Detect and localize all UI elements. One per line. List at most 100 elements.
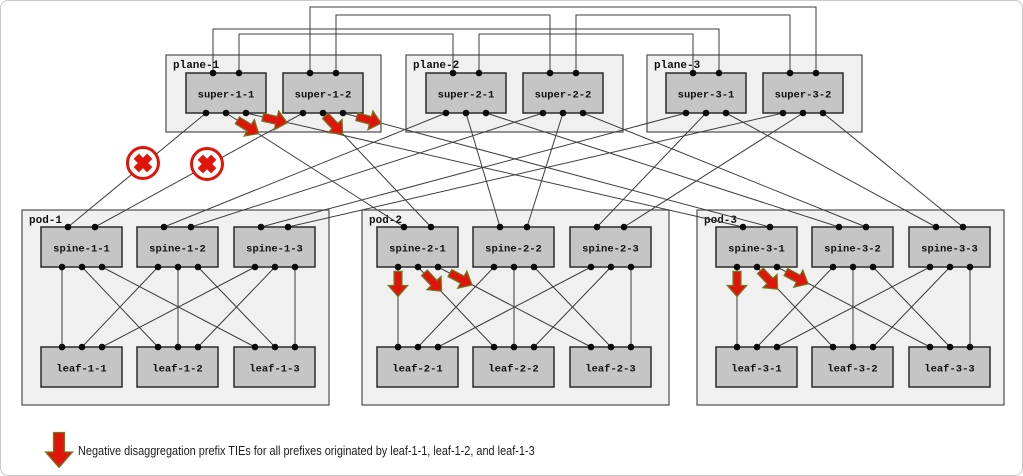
port-dot: [869, 263, 877, 271]
port-dot: [174, 343, 182, 351]
node-label-leaf-3-2: leaf-3-2: [827, 364, 877, 376]
node-super-2-2: [522, 72, 604, 114]
port-dot: [222, 109, 230, 117]
port-dot: [291, 263, 299, 271]
node-spine-1-3: [233, 226, 316, 268]
ring-link-super-1-2.t0-super-3-2.t1: [309, 6, 817, 73]
port-dot: [539, 109, 547, 117]
port-dot: [154, 343, 162, 351]
negative-disaggregation-tie-arrow-icon: [447, 268, 473, 290]
link-super-3-1.b0-spine-1-3.t0: [260, 112, 687, 228]
port-dot: [482, 109, 490, 117]
ring-link-super-1-2.t1-super-2-2.t0: [335, 14, 551, 73]
port-dot: [819, 109, 827, 117]
link-super-3-1.b2-spine-3-3.t0: [725, 112, 937, 228]
node-leaf-1-1: [40, 346, 123, 388]
container-label-plane-1: plane-1: [173, 60, 220, 72]
broken-link-x-icon: [126, 146, 160, 180]
link-super-2-2.b0-spine-1-2.t1: [190, 112, 544, 228]
port-dot: [689, 69, 697, 77]
port-dot: [773, 263, 781, 271]
link-spine-2-3.b0-leaf-2-1.t2: [437, 266, 592, 348]
node-label-leaf-3-3: leaf-3-3: [924, 364, 974, 376]
port-dot: [332, 69, 340, 77]
port-dot: [78, 263, 86, 271]
node-label-spine-1-1: spine-1-1: [53, 244, 110, 256]
negative-disaggregation-tie-arrow-icon: [386, 270, 410, 298]
node-label-super-2-2: super-2-2: [535, 90, 592, 102]
port-dot: [733, 263, 741, 271]
node-spine-3-3: [908, 226, 991, 268]
port-dot: [490, 263, 498, 271]
port-dot: [779, 109, 787, 117]
node-label-spine-2-1: spine-2-1: [389, 244, 446, 256]
port-dot: [829, 343, 837, 351]
port-dot: [926, 343, 934, 351]
link-spine-2-3.b1-leaf-2-2.t2: [533, 266, 612, 348]
port-dot: [394, 263, 402, 271]
node-super-1-1: [185, 72, 267, 114]
port-dot: [627, 263, 635, 271]
node-label-spine-3-3: spine-3-3: [921, 244, 978, 256]
port-dot: [449, 69, 457, 77]
port-dot: [187, 223, 195, 231]
link-spine-3-2.b0-leaf-3-1.t1: [756, 266, 834, 348]
port-dot: [607, 263, 615, 271]
node-label-spine-2-3: spine-2-3: [582, 244, 639, 256]
node-label-leaf-1-2: leaf-1-2: [152, 364, 202, 376]
node-super-3-1: [665, 72, 747, 114]
port-dot: [394, 343, 402, 351]
node-label-leaf-1-3: leaf-1-3: [249, 364, 299, 376]
port-dot: [510, 263, 518, 271]
port-dot: [607, 343, 615, 351]
negative-disaggregation-tie-arrow-icon: [355, 109, 383, 131]
node-label-spine-1-3: spine-1-3: [246, 244, 303, 256]
port-dot: [812, 69, 820, 77]
port-dot: [786, 69, 794, 77]
port-dot: [627, 343, 635, 351]
port-dot: [835, 223, 843, 231]
node-spine-2-2: [472, 226, 555, 268]
node-label-leaf-1-1: leaf-1-1: [56, 364, 106, 376]
port-dot: [291, 343, 299, 351]
negative-disaggregation-tie-arrow-icon: [756, 267, 779, 290]
node-leaf-3-2: [811, 346, 894, 388]
port-dot: [959, 223, 967, 231]
node-label-super-1-2: super-1-2: [295, 90, 352, 102]
port-dot: [284, 223, 292, 231]
link-spine-1-3.b1-leaf-1-2.t2: [197, 266, 276, 348]
node-spine-1-1: [40, 226, 123, 268]
node-spine-3-1: [715, 226, 798, 268]
port-dot: [926, 263, 934, 271]
node-label-spine-1-2: spine-1-2: [149, 244, 206, 256]
port-dot: [462, 109, 470, 117]
port-dot: [530, 343, 538, 351]
port-dot: [194, 263, 202, 271]
port-dot: [523, 223, 531, 231]
node-super-3-2: [762, 72, 844, 114]
node-label-super-3-2: super-3-2: [775, 90, 832, 102]
node-label-super-3-1: super-3-1: [678, 90, 735, 102]
link-spine-1-3.b0-leaf-1-1.t2: [101, 266, 256, 348]
node-spine-2-3: [569, 226, 652, 268]
port-dot: [490, 343, 498, 351]
port-dot: [766, 223, 774, 231]
node-label-spine-2-2: spine-2-2: [485, 244, 542, 256]
ring-link-super-2-1.t1-super-3-1.t0: [478, 33, 694, 73]
port-dot: [932, 223, 940, 231]
port-dot: [434, 263, 442, 271]
link-super-2-2.b2-spine-3-2.t1: [582, 112, 867, 228]
link-super-1-2.b2-spine-3-1.t1: [342, 112, 771, 228]
port-dot: [434, 343, 442, 351]
port-dot: [546, 69, 554, 77]
port-dot: [209, 69, 217, 77]
port-dot: [194, 343, 202, 351]
port-dot: [319, 109, 327, 117]
port-dot: [733, 343, 741, 351]
port-dot: [414, 263, 422, 271]
port-dot: [98, 343, 106, 351]
port-dot: [299, 109, 307, 117]
negative-disaggregation-tie-arrow-icon: [420, 269, 443, 292]
